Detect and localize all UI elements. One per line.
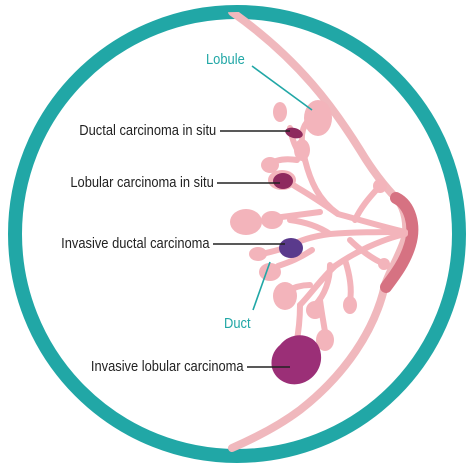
label-lcis: Lobular carcinoma in situ bbox=[70, 174, 214, 191]
leader-lines bbox=[213, 130, 290, 368]
label-idc: Invasive ductal carcinoma bbox=[61, 235, 210, 252]
label-lobule: Lobule bbox=[206, 51, 245, 68]
teal-leader-lines bbox=[251, 65, 313, 311]
breast-outline bbox=[228, 12, 411, 452]
label-dcis: Ductal carcinoma in situ bbox=[79, 122, 216, 139]
nipple bbox=[380, 192, 419, 293]
label-duct: Duct bbox=[224, 315, 251, 332]
label-ilc: Invasive lobular carcinoma bbox=[91, 358, 244, 375]
idc-spot bbox=[279, 238, 303, 258]
lcis-spot bbox=[273, 173, 293, 189]
ilc-mass bbox=[271, 335, 322, 385]
